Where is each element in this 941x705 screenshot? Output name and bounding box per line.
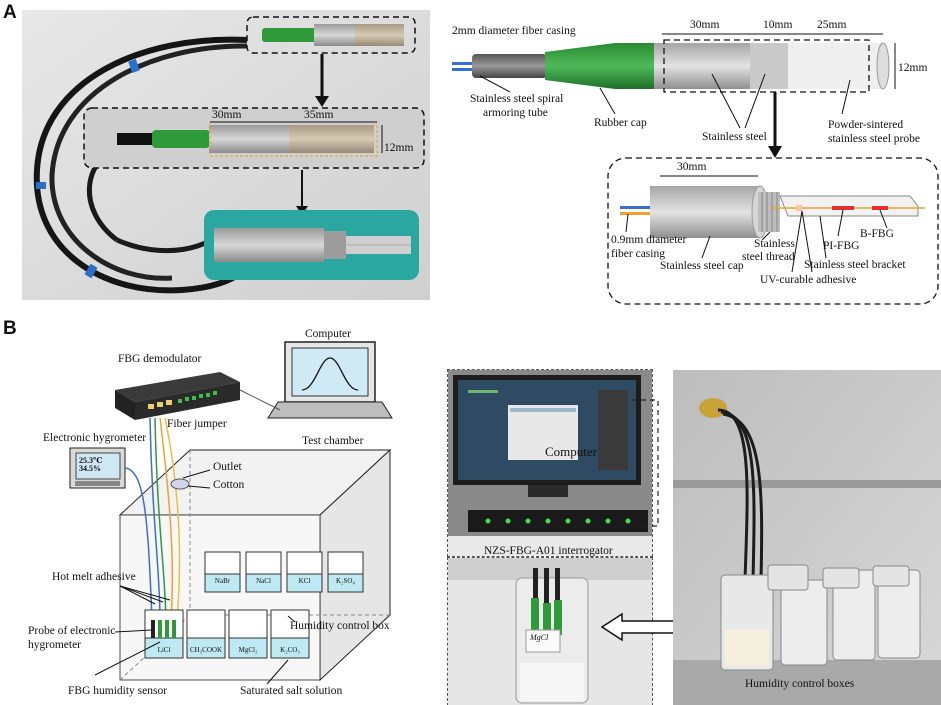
- detail-fiber-casing-2: fiber casing: [611, 248, 665, 260]
- detail-b-fbg: B-FBG: [860, 228, 894, 240]
- computer-photo: [447, 369, 653, 557]
- panel-label-b: B: [3, 318, 17, 339]
- setup-probe-hygro-2: hygrometer: [28, 639, 82, 651]
- detail-pi-fbg: PI-FBG: [823, 240, 860, 252]
- detail-steel-cap: Stainless steel cap: [660, 260, 744, 272]
- detail-dim-30: 30mm: [677, 161, 707, 173]
- setup-outlet: Outlet: [213, 461, 242, 473]
- detail-thread-1: Stainless: [754, 238, 795, 250]
- salt-label: CH₃COOK: [190, 646, 222, 654]
- setup-hot-melt: Hot melt adhesive: [52, 571, 136, 583]
- setup-fbg-sensor: FBG humidity sensor: [68, 685, 168, 697]
- hygro-temp-readout: 25.3℃: [79, 456, 103, 465]
- photo-dim-35: 35mm: [304, 109, 334, 121]
- probe-schematic: [452, 33, 939, 305]
- label-rubber-cap: Rubber cap: [594, 117, 647, 129]
- detail-bracket: Stainless steel bracket: [804, 259, 906, 271]
- setup-salt-solution: Saturated salt solution: [240, 685, 343, 697]
- salt-label: MgCl₂: [238, 646, 258, 654]
- boxes-photo: [673, 370, 941, 705]
- setup-cotton: Cotton: [213, 479, 245, 491]
- label-probe-1: Powder-sintered: [828, 119, 904, 131]
- setup-humidity-box: Humidity control box: [290, 620, 390, 632]
- setup-computer: Computer: [305, 328, 351, 340]
- label-dim-25: 25mm: [817, 19, 847, 31]
- label-armor-tube-2: armoring tube: [483, 107, 548, 119]
- photo-interrogator-label: NZS-FBG-A01 interrogator: [484, 545, 613, 557]
- salt-label: KCl: [298, 577, 311, 585]
- setup-hygrometer: Electronic hygrometer: [43, 432, 147, 444]
- detail-thread-2: steel thread: [742, 251, 795, 263]
- detail-fiber-casing-1: 0.9mm diameter: [611, 234, 687, 246]
- jar-photo: [447, 557, 653, 705]
- salt-label: LiCl: [157, 646, 171, 654]
- label-probe-2: stainless steel probe: [828, 133, 920, 145]
- connector-line: [632, 399, 659, 527]
- setup-test-chamber: Test chamber: [302, 435, 364, 447]
- label-stainless-steel: Stainless steel: [702, 131, 767, 143]
- label-dim-30: 30mm: [690, 19, 720, 31]
- hygro-rh-readout: 34.5%: [79, 464, 101, 473]
- jar-label: MgCl: [530, 633, 549, 642]
- photo-dim-12: 12mm: [384, 142, 414, 154]
- setup-schematic: [69, 341, 393, 685]
- photo-dim-30: 30mm: [212, 109, 242, 121]
- salt-label: NaBr: [214, 577, 231, 585]
- panel-label-a: A: [3, 2, 17, 23]
- setup-demodulator: FBG demodulator: [118, 353, 202, 365]
- salt-label: K₂CO₃: [280, 646, 300, 654]
- label-dim-10: 10mm: [763, 19, 793, 31]
- photo-computer-label: Computer: [545, 444, 597, 459]
- detail-adhesive: UV-curable adhesive: [760, 274, 857, 286]
- photo-boxes-label: Humidity control boxes: [745, 678, 855, 690]
- salt-label: K₂SO₄: [336, 577, 355, 585]
- sensor-photo: [22, 10, 430, 300]
- label-dim-12: 12mm: [898, 62, 928, 74]
- label-armor-tube-1: Stainless steel spiral: [470, 93, 564, 105]
- setup-fiber-jumper: Fiber jumper: [167, 418, 227, 430]
- setup-probe-hygro-1: Probe of electronic: [28, 625, 116, 637]
- label-fiber-casing: 2mm diameter fiber casing: [452, 25, 576, 37]
- salt-label: NaCl: [256, 577, 271, 585]
